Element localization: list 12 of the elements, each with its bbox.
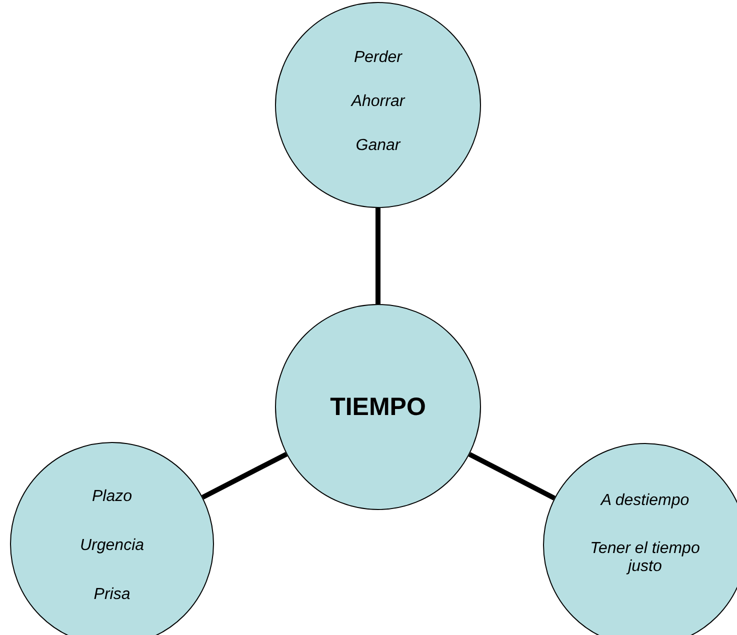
connector-line <box>376 208 380 304</box>
node-text: A destiempo <box>600 492 690 510</box>
node-text: Plazo <box>92 488 132 506</box>
node-text: Perder <box>354 49 402 67</box>
connector-line <box>202 452 288 500</box>
node-text: Ahorrar <box>351 93 405 111</box>
connector-line <box>468 452 556 500</box>
node-title: TIEMPO <box>330 392 426 422</box>
node-text: Prisa <box>94 586 130 604</box>
node-text: Tener el tiempo justo <box>589 540 701 576</box>
node-text: Ganar <box>356 137 400 155</box>
node-text: Urgencia <box>80 537 144 555</box>
